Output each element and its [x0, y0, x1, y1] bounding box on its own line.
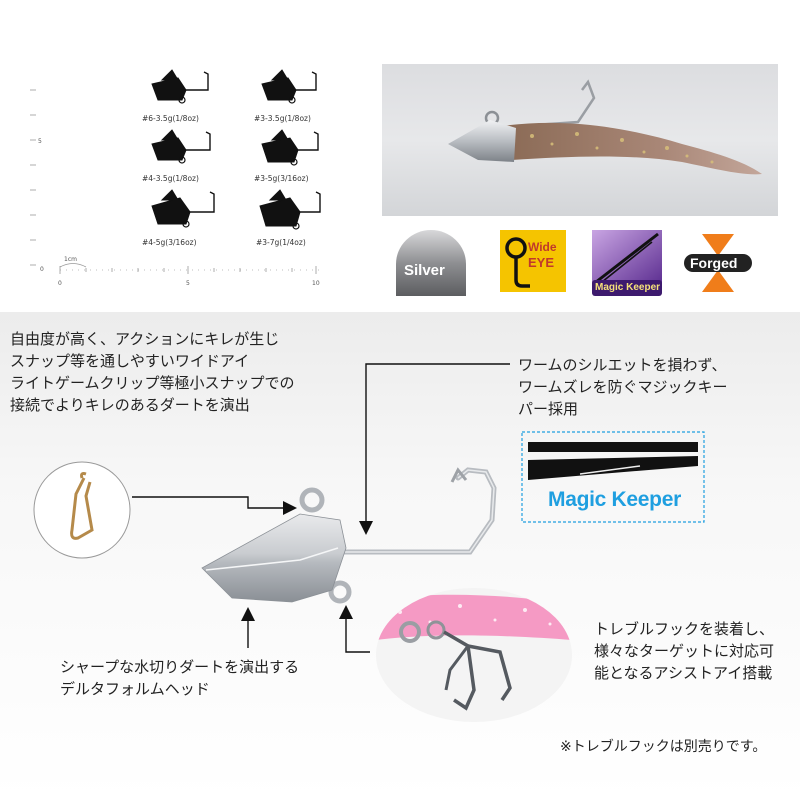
magic-keeper-detail: [521, 431, 705, 523]
ruler-mark-5: 5: [38, 138, 42, 145]
jig-label: #4-5g(3/16oz): [142, 238, 197, 247]
jig-silhouettes: [151, 69, 321, 230]
jig-label: #3-3.5g(1/8oz): [254, 114, 311, 123]
delta-head-callout: シャープな水切りダートを演出する デルタフォルムヘッド: [60, 658, 300, 698]
treble-hook-note: ※トレブルフックは別売りです。: [560, 739, 767, 755]
ruler-x-mark-5: 5: [186, 280, 190, 287]
ruler-origin: 0: [40, 266, 44, 273]
magic-keeper-badge-label: Magic Keeper: [595, 282, 661, 293]
treble-hook-image: [376, 588, 572, 722]
silver-badge: Silver: [396, 230, 466, 296]
forged-badge: Forged: [680, 230, 756, 296]
product-photo: [382, 64, 778, 216]
jig-label: #4-3.5g(1/8oz): [142, 174, 199, 183]
wide-eye-image: [299, 487, 325, 513]
wide-eye-line1: Wide: [528, 240, 557, 254]
bottom-panel: [0, 312, 800, 800]
treble-hook-callout: トレブルフックを装着し、 様々なターゲットに対応可 能となるアシストアイ搭載: [594, 620, 775, 682]
jig-label: #6-3.5g(1/8oz): [142, 114, 199, 123]
wide-eye-line2: EYE: [528, 255, 555, 270]
wide-eye-callout: 自由度が高く、アクションにキレが生じ スナップ等を通しやすいワイドアイ ライトゲ…: [10, 330, 295, 414]
assist-eye-image: [328, 580, 352, 604]
ruler-lines: [30, 69, 321, 274]
ruler-unit: 1cm: [64, 256, 77, 263]
forged-badge-label: Forged: [690, 255, 738, 271]
jig-label: #3-7g(1/4oz): [256, 238, 306, 247]
ruler-x-mark-0: 0: [58, 280, 62, 287]
snap-image: [33, 461, 131, 559]
silver-badge-label: Silver: [404, 262, 445, 279]
hook-image: [337, 467, 497, 555]
magic-keeper-callout: ワームのシルエットを損わず、 ワームズレを防ぐマジックキー パー採用: [518, 356, 728, 418]
size-chart: 5 0 1cm 0 5 10 #6-3.5g(1/8oz) #3-3.5g(1/…: [20, 60, 360, 300]
magic-keeper-badge: Magic Keeper: [592, 230, 662, 296]
delta-head-image: [201, 513, 347, 603]
jig-with-worm-image: [448, 79, 762, 175]
magic-keeper-label: Magic Keeper: [548, 488, 681, 511]
jig-label: #3-5g(3/16oz): [254, 174, 309, 183]
ruler-x-mark-10: 10: [312, 280, 320, 287]
wide-eye-badge: Wide EYE: [500, 230, 566, 296]
